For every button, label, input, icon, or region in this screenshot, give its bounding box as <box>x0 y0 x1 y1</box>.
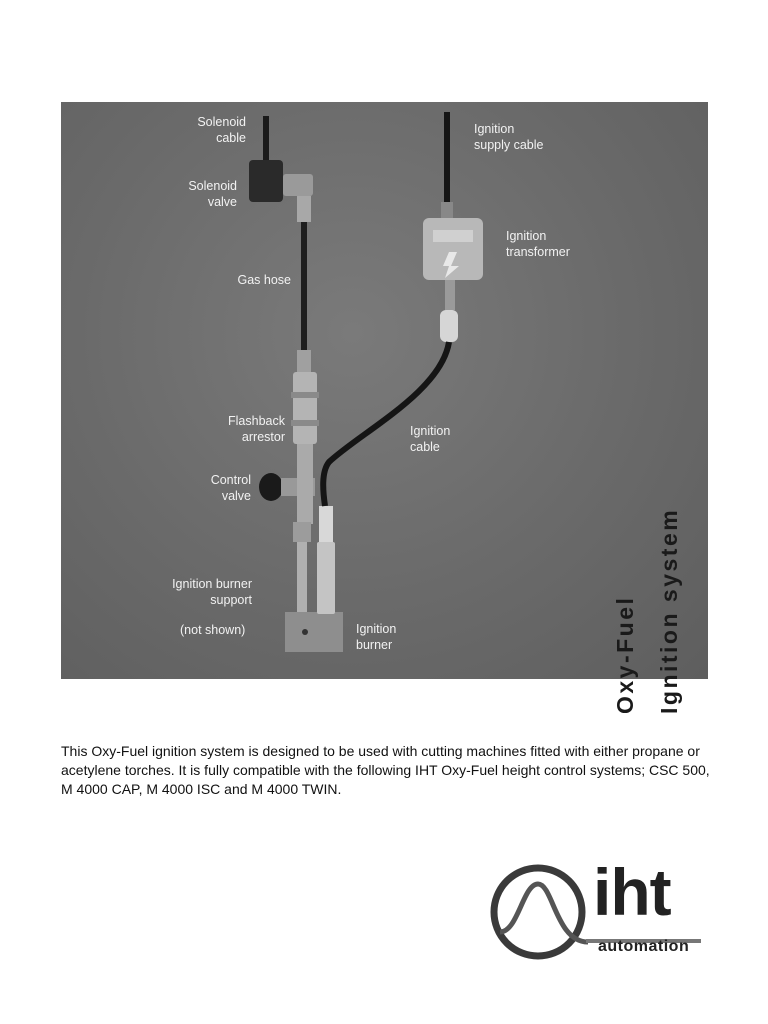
description-text: This Oxy-Fuel ignition system is designe… <box>61 742 721 799</box>
label-not-shown: (not shown) <box>180 622 245 638</box>
burner-support-block <box>285 612 343 652</box>
control-valve-knob <box>259 473 283 501</box>
solenoid-valve-fitting <box>283 174 313 196</box>
gas-hose-shape <box>301 222 307 352</box>
iht-logo: iht automation <box>488 862 710 972</box>
side-title-line1: Oxy-Fuel <box>612 596 639 714</box>
side-title-line2: Ignition system <box>656 508 683 714</box>
flashback-arrestor-shape <box>293 372 317 444</box>
label-gas-hose: Gas hose <box>211 272 291 288</box>
ignition-supply-cable-shape <box>444 112 450 207</box>
solenoid-cable-shape <box>263 116 269 162</box>
logo-subtitle: automation <box>598 938 689 956</box>
ignition-burner-shape <box>317 542 335 614</box>
logo-brand: iht <box>593 852 671 932</box>
solenoid-valve-body <box>249 160 283 202</box>
